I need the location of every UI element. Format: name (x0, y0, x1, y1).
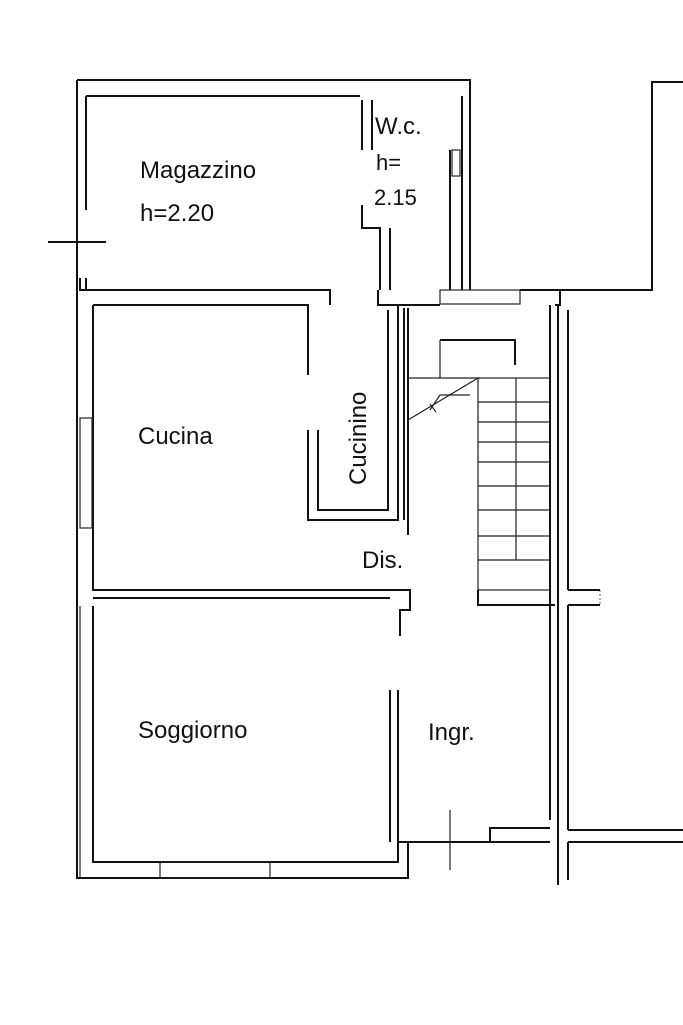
magazzino-walls (79, 100, 561, 375)
wc-label: W.c. (375, 113, 422, 140)
dis-label: Dis. (362, 547, 403, 574)
outer-walls (48, 79, 683, 879)
cucina-walls (79, 305, 411, 636)
soggiorno-walls (79, 606, 451, 879)
soggiorno-label: Soggiorno (138, 717, 247, 744)
wc-height-label: h= (376, 150, 401, 175)
magazzino-label: Magazzino (140, 157, 256, 184)
ingr-label: Ingr. (428, 719, 475, 746)
right-walls (450, 305, 683, 885)
magazzino-height: h=2.20 (140, 200, 214, 227)
cucina-label: Cucina (138, 423, 213, 450)
room-labels: Magazzino h=2.20 W.c. h= 2.15 Cucina Cuc… (138, 113, 475, 746)
wc-height-value: 2.15 (374, 185, 417, 210)
cucinino-label: Cucinino (345, 392, 372, 485)
staircase (407, 339, 555, 606)
